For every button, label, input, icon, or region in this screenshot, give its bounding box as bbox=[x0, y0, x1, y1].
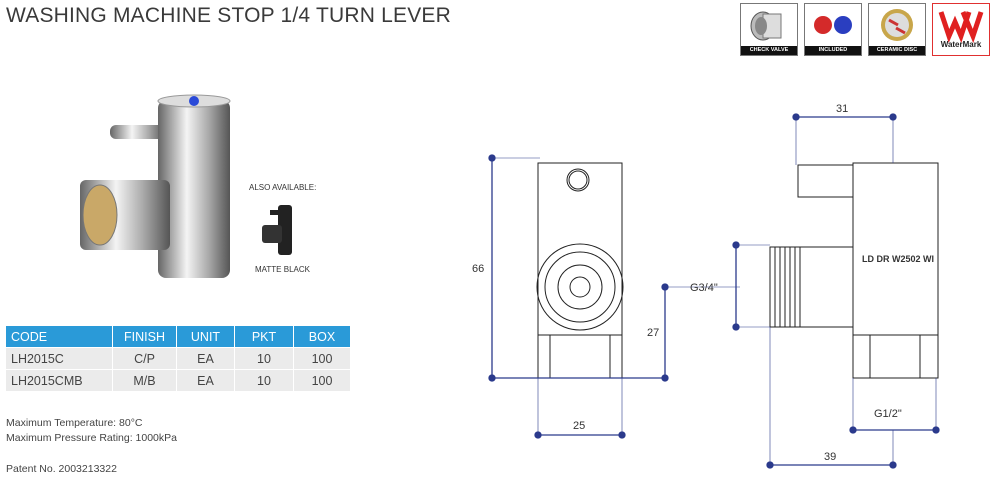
badge-watermark: WaterMark bbox=[932, 3, 990, 56]
cell-code: LH2015CMB bbox=[6, 370, 112, 391]
ceramic-disc-icon bbox=[881, 9, 913, 41]
col-unit: UNIT bbox=[177, 326, 234, 347]
dim-depth: 39 bbox=[824, 451, 836, 463]
cell-box: 100 bbox=[294, 370, 350, 391]
dim-outlet: G1/2" bbox=[874, 408, 902, 420]
badge-label: CERAMIC DISC bbox=[869, 46, 925, 55]
cell-unit: EA bbox=[177, 370, 234, 391]
cell-box: 100 bbox=[294, 348, 350, 369]
feature-badges: CHECK VALVE INCLUDED CERAMIC DISC WaterM… bbox=[740, 3, 990, 56]
cell-finish: C/P bbox=[113, 348, 176, 369]
body-marking: LD DR W2502 WI bbox=[862, 254, 934, 264]
col-finish: FINISH bbox=[113, 326, 176, 347]
dim-width-front: 25 bbox=[573, 420, 585, 432]
badge-check-valve: CHECK VALVE bbox=[740, 3, 798, 56]
table-header: CODE FINISH UNIT PKT BOX bbox=[6, 326, 350, 347]
badge-label: WaterMark bbox=[940, 40, 982, 49]
patent-number: Patent No. 2003213322 bbox=[6, 463, 117, 475]
matte-black-photo bbox=[262, 205, 292, 255]
cell-unit: EA bbox=[177, 348, 234, 369]
cell-pkt: 10 bbox=[235, 370, 293, 391]
col-pkt: PKT bbox=[235, 326, 293, 347]
product-photo bbox=[80, 94, 231, 278]
max-temperature: Maximum Temperature: 80°C bbox=[6, 417, 143, 429]
col-code: CODE bbox=[6, 326, 112, 347]
side-view-drawing bbox=[769, 162, 939, 379]
dimension-lines bbox=[488, 113, 940, 469]
dim-inlet-height: 27 bbox=[647, 327, 659, 339]
badge-included: INCLUDED bbox=[804, 3, 862, 56]
page-title: WASHING MACHINE STOP 1/4 TURN LEVER bbox=[6, 4, 451, 27]
also-available-label: ALSO AVAILABLE: bbox=[249, 183, 317, 192]
dim-height: 66 bbox=[472, 263, 484, 275]
dim-lever: 31 bbox=[836, 103, 848, 115]
badge-label: CHECK VALVE bbox=[741, 46, 797, 55]
front-view-drawing bbox=[536, 162, 624, 379]
watermark-logo bbox=[938, 11, 984, 44]
matte-black-label: MATTE BLACK bbox=[255, 265, 310, 274]
max-pressure: Maximum Pressure Rating: 1000kPa bbox=[6, 432, 177, 444]
cell-finish: M/B bbox=[113, 370, 176, 391]
badge-ceramic-disc: CERAMIC DISC bbox=[868, 3, 926, 56]
dim-inlet: G3/4" bbox=[690, 282, 718, 294]
col-box: BOX bbox=[294, 326, 350, 347]
red-blue-indicators-icon bbox=[814, 16, 852, 34]
check-valve-icon bbox=[750, 11, 782, 41]
cell-code: LH2015C bbox=[6, 348, 112, 369]
cell-pkt: 10 bbox=[235, 348, 293, 369]
badge-label: INCLUDED bbox=[805, 46, 861, 55]
